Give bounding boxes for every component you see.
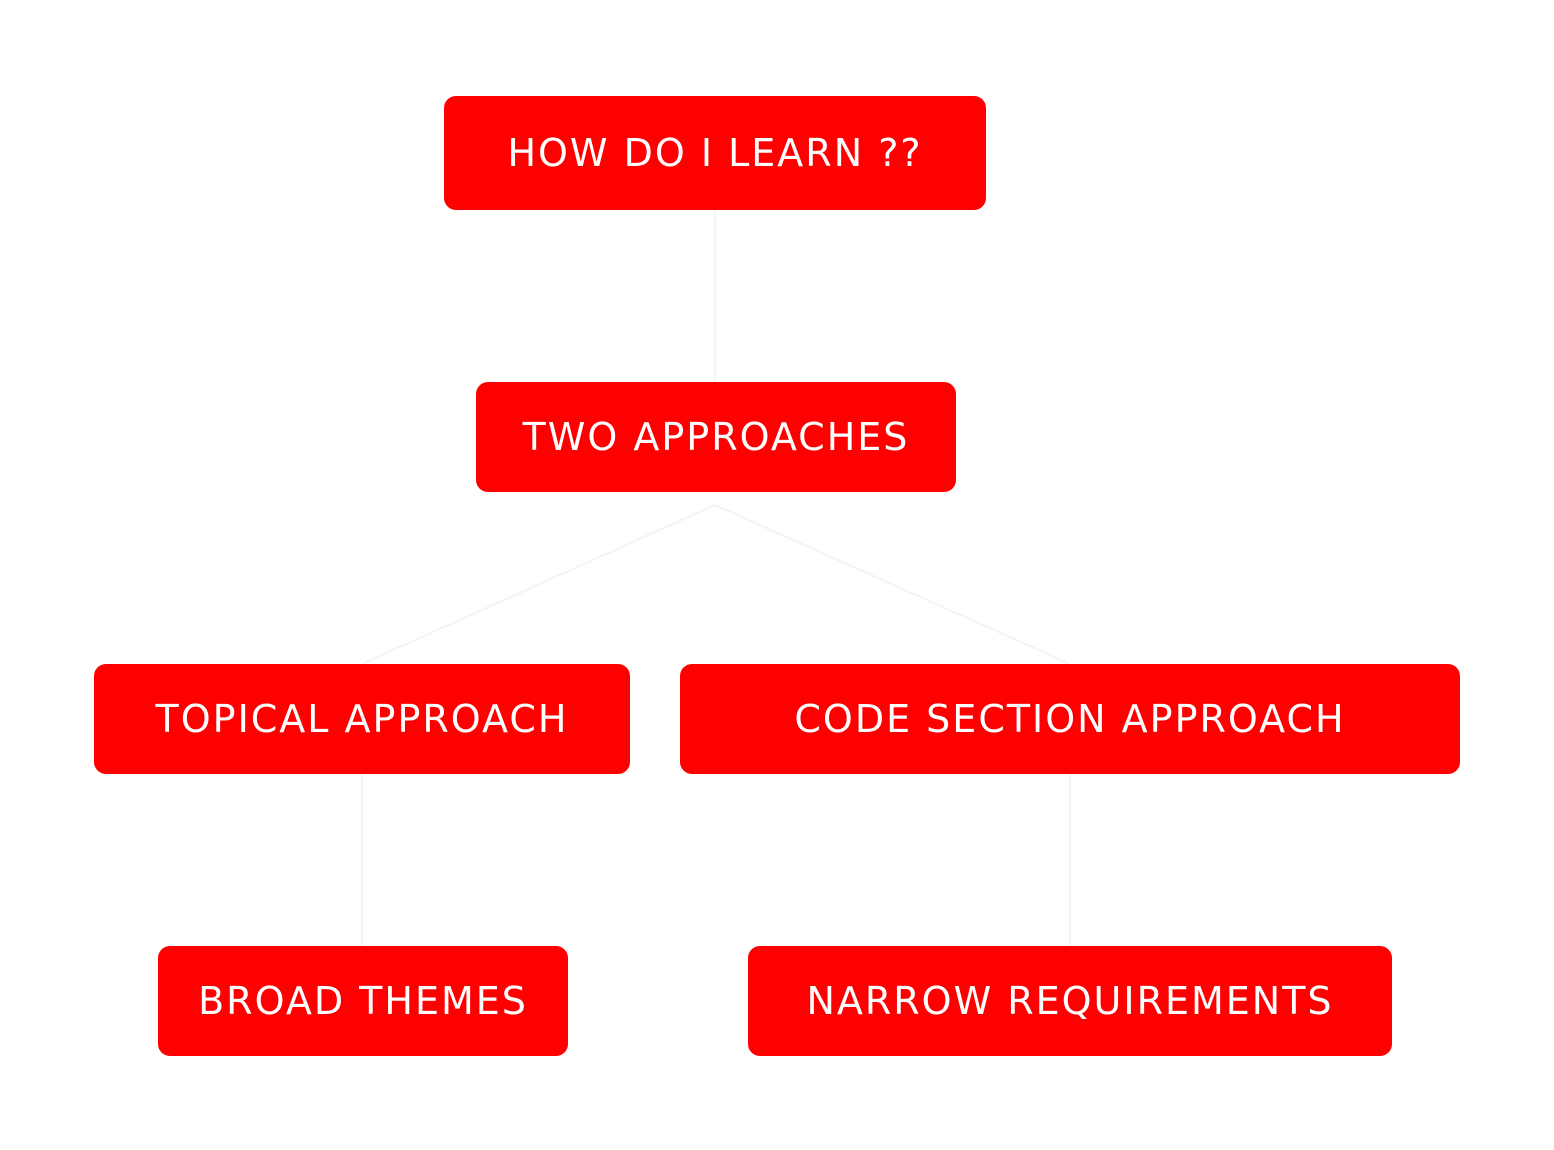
connector-approaches-to-topical — [361, 504, 716, 665]
node-how-do-i-learn: HOW DO I LEARN ?? — [444, 96, 986, 210]
connector-approaches-to-code-section — [714, 504, 1071, 665]
node-narrow-requirements: NARROW REQUIREMENTS — [748, 946, 1392, 1056]
node-two-approaches: TWO APPROACHES — [476, 382, 956, 492]
node-code-section-approach: CODE SECTION APPROACH — [680, 664, 1460, 774]
node-broad-themes: BROAD THEMES — [158, 946, 568, 1056]
node-topical-approach: TOPICAL APPROACH — [94, 664, 630, 774]
